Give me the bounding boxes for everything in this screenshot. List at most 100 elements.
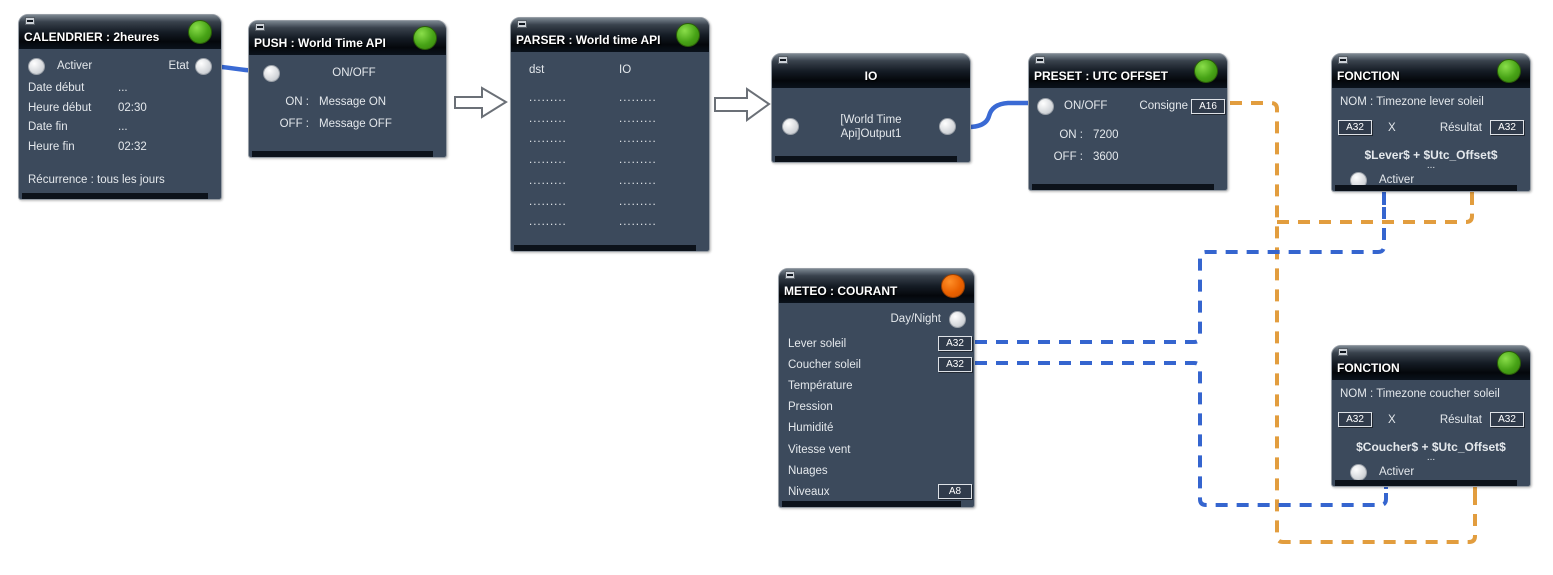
resultat-badge[interactable]: A32: [1490, 412, 1524, 427]
status-led-orange-icon: [941, 274, 965, 298]
daynight-label: Day/Night: [890, 313, 942, 325]
node-fonction-coucher[interactable]: FONCTION NOM : Timezone coucher soleil A…: [1331, 345, 1531, 487]
ellipsis-label: ...: [1426, 452, 1436, 463]
input-badge[interactable]: A32: [1338, 120, 1372, 135]
meteo-row: Vitesse vent: [788, 443, 851, 456]
activer-label: Activer: [1379, 174, 1415, 186]
node-title: CALENDRIER : 2heures: [24, 30, 160, 44]
node-push[interactable]: PUSH : World Time API ON/OFF ON :Message…: [248, 20, 447, 158]
minimize-icon[interactable]: [785, 271, 795, 279]
etat-label: Etat: [168, 60, 189, 72]
minimize-icon[interactable]: [778, 56, 788, 64]
port-etat[interactable]: [195, 57, 212, 75]
port-input[interactable]: [782, 118, 799, 135]
formula-label: $Coucher$ + $Utc_Offset$: [1356, 440, 1506, 454]
resultat-badge[interactable]: A32: [1490, 120, 1524, 135]
meteo-row: Lever soleil A32: [779, 333, 974, 354]
status-led-green-icon: [1497, 351, 1521, 375]
parser-row: ..................: [529, 92, 657, 104]
connection-io-to-preset[interactable]: [940, 100, 1047, 130]
status-led-green-icon: [413, 26, 437, 50]
nom-label: NOM : Timezone coucher soleil: [1340, 388, 1500, 400]
meteo-row: Humidité: [788, 422, 834, 435]
field-row: OFF :3600: [1053, 151, 1119, 163]
resultat-label: Résultat: [1439, 121, 1482, 134]
output-badge[interactable]: A8: [938, 484, 972, 500]
meteo-row: Pression: [788, 401, 833, 414]
node-calendrier[interactable]: CALENDRIER : 2heures Activer Etat Date d…: [18, 14, 222, 200]
consigne-badge[interactable]: A16: [1191, 98, 1225, 114]
status-led-green-icon: [188, 20, 212, 44]
titlebar[interactable]: IO: [772, 54, 970, 88]
output-badge[interactable]: A32: [938, 357, 972, 373]
titlebar[interactable]: FONCTION: [1332, 346, 1530, 380]
titlebar[interactable]: PRESET : UTC OFFSET: [1029, 54, 1227, 88]
parser-row: ..................: [529, 174, 657, 187]
port-activer[interactable]: [1350, 463, 1367, 481]
recurrence-label: Récurrence : tous les jours: [28, 174, 165, 186]
titlebar[interactable]: CALENDRIER : 2heures: [19, 15, 221, 49]
parser-row: ..................: [529, 216, 657, 229]
minimize-icon[interactable]: [255, 23, 265, 31]
port-output[interactable]: [939, 118, 956, 135]
field-row: OFF :Message OFF: [279, 118, 392, 130]
node-title: FONCTION: [1337, 361, 1400, 375]
ellipsis-label: ...: [1426, 160, 1436, 171]
port-activer[interactable]: [1350, 171, 1367, 189]
parser-row: ..................: [529, 112, 657, 125]
parser-row: ..................: [529, 133, 657, 146]
field-row: Date fin...: [28, 121, 128, 133]
node-meteo[interactable]: METEO : COURANT Day/Night Lever soleil A…: [778, 268, 975, 508]
io-output-label: [World Time Api]Output1: [840, 114, 902, 140]
titlebar[interactable]: PARSER : World time API: [511, 18, 709, 52]
minimize-icon[interactable]: [25, 17, 35, 25]
port-activer[interactable]: [28, 57, 45, 75]
output-badge[interactable]: A32: [938, 336, 972, 352]
minimize-icon[interactable]: [1035, 56, 1045, 64]
resultat-label: Résultat: [1439, 413, 1482, 426]
titlebar[interactable]: METEO : COURANT: [779, 269, 974, 303]
meteo-row: Niveaux A8: [779, 481, 974, 502]
connection-lever-to-fonction1[interactable]: [975, 205, 1386, 344]
connection-coucher-to-fonction2[interactable]: [975, 361, 1388, 507]
node-preset[interactable]: PRESET : UTC OFFSET ON/OFF Consigne A16 …: [1028, 53, 1228, 191]
parser-row: ..................: [529, 195, 657, 208]
x-label: X: [1388, 121, 1396, 134]
port-daynight[interactable]: [949, 310, 966, 328]
formula-label: $Lever$ + $Utc_Offset$: [1364, 148, 1498, 162]
node-title: IO: [864, 69, 878, 83]
consigne-label: Consigne: [1139, 100, 1188, 112]
node-fonction-lever[interactable]: FONCTION NOM : Timezone lever soleil A32…: [1331, 53, 1531, 192]
node-title: PRESET : UTC OFFSET: [1034, 69, 1169, 83]
nom-label: NOM : Timezone lever soleil: [1340, 96, 1484, 108]
status-led-green-icon: [1497, 59, 1521, 83]
minimize-icon[interactable]: [1338, 56, 1348, 64]
port-onoff[interactable]: [263, 64, 280, 82]
onoff-label: ON/OFF: [332, 67, 376, 79]
node-title: METEO : COURANT: [784, 284, 898, 298]
node-title: PARSER : World time API: [516, 33, 661, 47]
parser-row: ..................: [529, 154, 657, 167]
minimize-icon[interactable]: [1338, 348, 1348, 356]
onoff-label: ON/OFF: [1064, 100, 1108, 112]
node-io[interactable]: IO [World Time Api]Output1: [771, 53, 971, 163]
node-title: FONCTION: [1337, 69, 1400, 83]
connection-utcoffset-main[interactable]: [1230, 101, 1477, 544]
field-row: ON :7200: [1059, 129, 1119, 141]
titlebar[interactable]: PUSH : World Time API: [249, 21, 446, 55]
port-onoff[interactable]: [1037, 97, 1054, 115]
titlebar[interactable]: FONCTION: [1332, 54, 1530, 88]
connection-utcoffset-branch[interactable]: [1277, 205, 1474, 224]
meteo-row: Coucher soleil A32: [779, 354, 974, 375]
flow-arrow-icon: [714, 87, 771, 122]
x-label: X: [1388, 413, 1396, 426]
minimize-icon[interactable]: [517, 20, 527, 28]
input-badge[interactable]: A32: [1338, 412, 1372, 427]
meteo-row: Température: [788, 379, 853, 392]
field-row: ON :Message ON: [285, 96, 387, 108]
flow-arrow-icon: [454, 86, 508, 119]
